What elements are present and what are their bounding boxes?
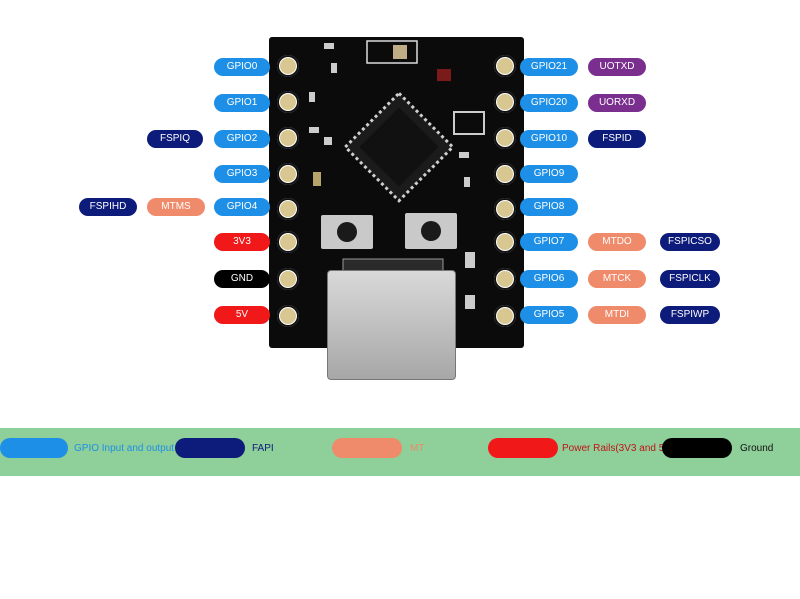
pin-label-gpio2: GPIO2 (214, 130, 270, 148)
legend-swatch-mt (332, 438, 402, 458)
pin-label-5v: 5V (214, 306, 270, 324)
pin-label-gpio6: GPIO6 (520, 270, 578, 288)
pin-label-gpio0: GPIO0 (214, 58, 270, 76)
legend-swatch-fapi (175, 438, 245, 458)
pin-label-uorxd: UORXD (588, 94, 646, 112)
pin-label-uotxd: UOTXD (588, 58, 646, 76)
pin-label-gpio5: GPIO5 (520, 306, 578, 324)
legend-label-ground: Ground (740, 443, 774, 454)
pad (277, 198, 299, 220)
pin-label-gpio9: GPIO9 (520, 165, 578, 183)
pad (494, 231, 516, 253)
pad (494, 163, 516, 185)
pin-label-gpio1: GPIO1 (214, 94, 270, 112)
pad (277, 231, 299, 253)
pad (494, 198, 516, 220)
usb-c-connector (327, 270, 456, 380)
pad (277, 268, 299, 290)
pad (494, 268, 516, 290)
legend-label-gpio: GPIO Input and output (74, 443, 175, 454)
pad (494, 305, 516, 327)
legend-swatch-gpio (0, 438, 68, 458)
pad (277, 163, 299, 185)
pin-label-gpio7: GPIO7 (520, 233, 578, 251)
pad (494, 91, 516, 113)
pin-label-mtdi: MTDI (588, 306, 646, 324)
legend-swatch-ground (662, 438, 732, 458)
pad (277, 55, 299, 77)
pin-label-mtdo: MTDO (588, 233, 646, 251)
legend-label-mt: MT (410, 443, 425, 454)
pad (277, 91, 299, 113)
pin-label-fspicso: FSPICSO (660, 233, 720, 251)
pin-label-fspid: FSPID (588, 130, 646, 148)
pin-label-mtms: MTMS (147, 198, 205, 216)
pin-label-gpio10: GPIO10 (520, 130, 578, 148)
pad (494, 55, 516, 77)
pad (277, 127, 299, 149)
pin-label-mtck: MTCK (588, 270, 646, 288)
pin-label-gpio8: GPIO8 (520, 198, 578, 216)
legend-label-fapi: FAPI (252, 443, 274, 454)
pin-label-gpio4: GPIO4 (214, 198, 270, 216)
pin-label-gpio20: GPIO20 (520, 94, 578, 112)
legend-label-power: Power Rails(3V3 and 5v) (562, 443, 673, 454)
pin-label-fspihd: FSPIHD (79, 198, 137, 216)
pin-label-gnd: GND (214, 270, 270, 288)
pin-label-gpio21: GPIO21 (520, 58, 578, 76)
pin-label-3v3: 3V3 (214, 233, 270, 251)
pin-label-fspiq: FSPIQ (147, 130, 203, 148)
pad (277, 305, 299, 327)
pin-label-fspiwp: FSPIWP (660, 306, 720, 324)
pad (494, 127, 516, 149)
pin-label-gpio3: GPIO3 (214, 165, 270, 183)
pin-label-fspiclk: FSPICLK (660, 270, 720, 288)
legend-swatch-power (488, 438, 558, 458)
